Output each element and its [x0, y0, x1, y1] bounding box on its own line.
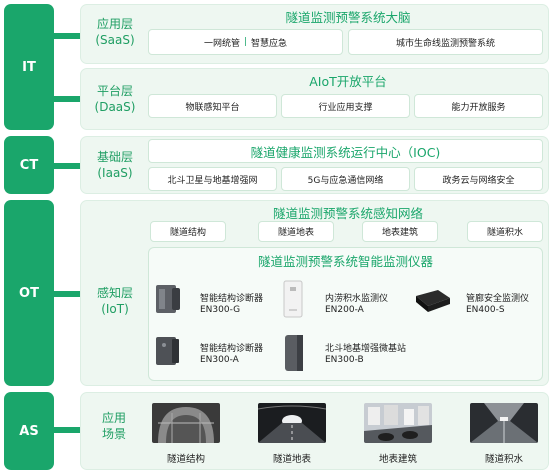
iaas-title-box: 隧道健康监测系统运行中心（IOC) — [148, 139, 543, 163]
tab-ct: CT — [4, 136, 54, 194]
iot-label: 感知层 (IoT) — [96, 286, 133, 316]
device-model: EN300-A — [200, 355, 239, 365]
connector-saas — [54, 33, 80, 39]
saas-title: 隧道监测预警系统大脑 — [285, 10, 411, 25]
device-name: 智能结构诊断器 — [200, 344, 264, 354]
iot-network-title: 隧道监测预警系统感知网络 — [272, 206, 423, 221]
daas-item: 能力开放服务 — [414, 94, 543, 118]
connector-iot — [54, 291, 80, 297]
saas-label: 应用层 (SaaS) — [95, 17, 135, 47]
daas-item: 行业应用支撑 — [281, 94, 410, 118]
utility-tunnel-monitor-image — [412, 286, 452, 314]
network-item: 隧道积水 — [467, 221, 543, 242]
scene-label: 隧道积水 — [484, 454, 523, 465]
device-name: 管廊安全监测仪 — [466, 294, 530, 304]
beidou-base-station-image — [281, 333, 307, 373]
iaas-label: 基础层 (IaaS) — [96, 150, 133, 180]
iaas-item: 5G与应急通信网络 — [281, 167, 410, 191]
scene-tunnel-structure-image — [152, 403, 220, 443]
scene-label: 隧道地表 — [272, 454, 311, 465]
saas-box-divider: | — [243, 37, 248, 47]
device-name: 北斗地基增强微基站 — [325, 344, 407, 354]
instruments-title: 隧道监测预警系统智能监测仪器 — [257, 254, 433, 269]
device-model: EN300-G — [200, 305, 241, 315]
structure-diagnoser-g-image — [152, 283, 182, 315]
scene-label: 地表建筑 — [378, 454, 417, 465]
saas-box-unified-a: 一网统管 — [203, 38, 240, 49]
scene-tunnel-road-image — [258, 403, 326, 443]
tab-it: IT — [4, 4, 54, 130]
instruments-panel — [148, 247, 543, 381]
saas-box-lifeline: 城市生命线监测预警系统 — [348, 29, 543, 55]
saas-box-unified: 一网统管 | 智慧应急 — [148, 29, 343, 55]
structure-diagnoser-a-image — [152, 333, 182, 367]
scene-surface-buildings-image — [364, 403, 432, 443]
scene-waterlogging-image — [470, 403, 538, 443]
tab-as: AS — [4, 392, 54, 470]
network-item: 隧道结构 — [150, 221, 226, 242]
device-name: 内涝积水监测仪 — [325, 294, 389, 304]
device-model: EN300-B — [325, 355, 364, 365]
daas-title: AIoT开放平台 — [309, 74, 387, 89]
scenario-label: 应用 场景 — [101, 411, 126, 441]
device-model: EN400-S — [466, 305, 505, 315]
connector-scene — [54, 427, 80, 433]
network-item: 隧道地表 — [258, 221, 334, 242]
waterlogging-monitor-image — [281, 279, 305, 319]
tab-ot: OT — [4, 200, 54, 386]
device-name: 智能结构诊断器 — [200, 294, 264, 304]
device-model: EN200-A — [325, 305, 364, 315]
saas-box-unified-b: 智慧应急 — [251, 38, 288, 49]
daas-item: 物联感知平台 — [148, 94, 277, 118]
scene-label: 隧道结构 — [166, 454, 205, 465]
iaas-item: 北斗卫星与地基增强网 — [148, 167, 277, 191]
connector-iaas — [54, 163, 80, 169]
network-item: 地表建筑 — [362, 221, 438, 242]
iaas-item: 政务云与网络安全 — [414, 167, 543, 191]
connector-daas — [54, 96, 80, 102]
daas-label: 平台层 (DaaS) — [94, 84, 136, 114]
